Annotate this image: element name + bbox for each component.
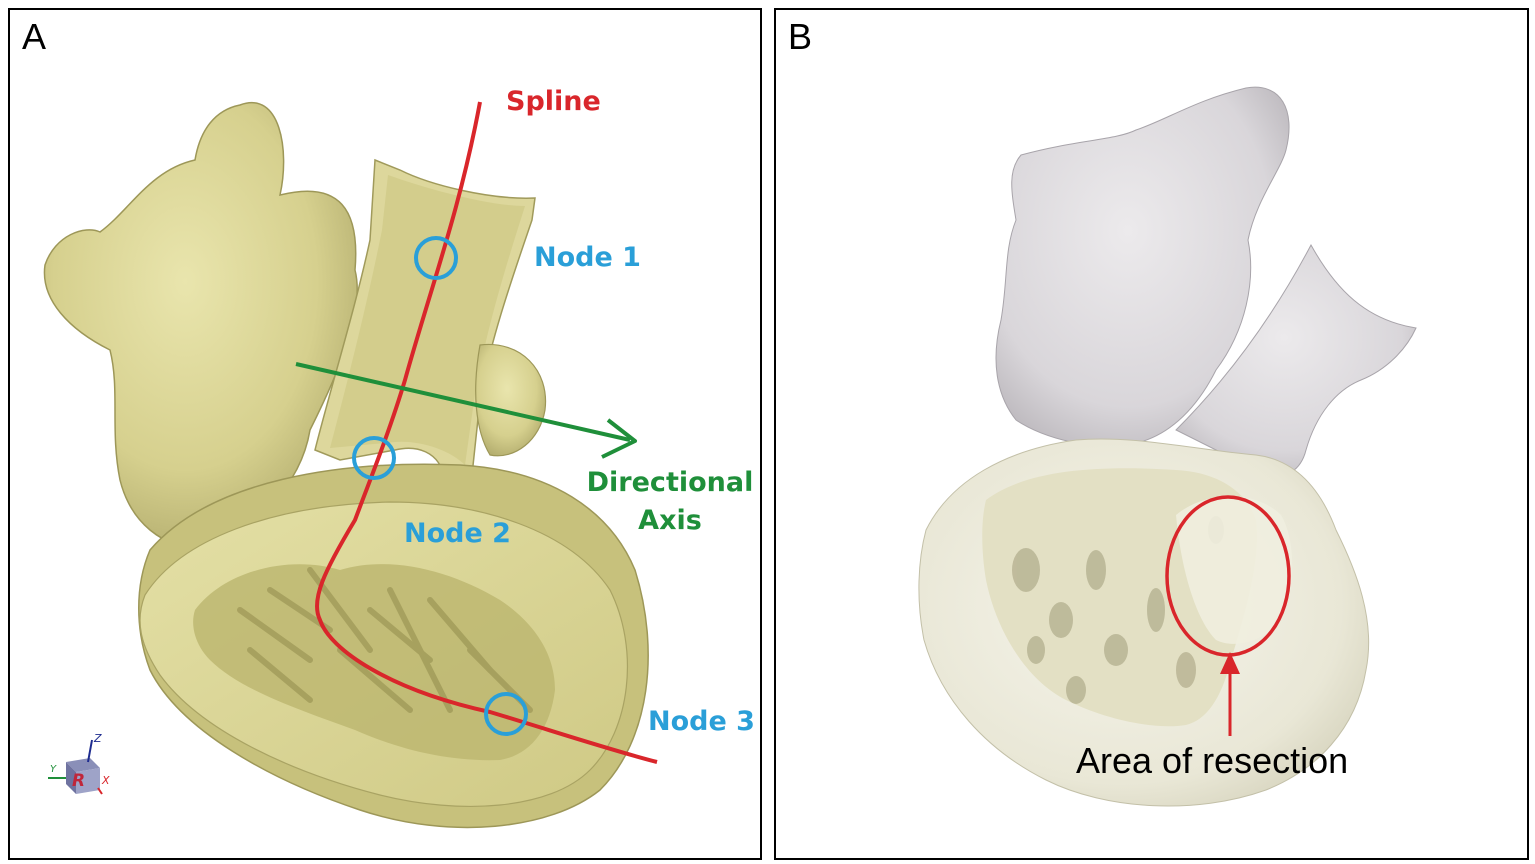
- node-2-marker: [352, 436, 396, 480]
- node-1-marker: [414, 236, 458, 280]
- directional-axis-line: [295, 362, 631, 442]
- panel-b: B: [774, 8, 1529, 860]
- resection-ellipse: [1165, 495, 1291, 657]
- panel-letter-b: B: [788, 16, 813, 57]
- spline-label: Spline: [506, 86, 601, 117]
- orientation-axis-y: Y: [50, 764, 57, 775]
- heart-model-3d-view: R Z Y X: [43, 101, 658, 829]
- panel-a: A: [8, 8, 762, 860]
- printed-atrium: [995, 86, 1290, 447]
- node-2-label: Node 2: [404, 518, 511, 549]
- directional-axis-label-line1: Directional: [586, 467, 754, 498]
- trabeculae-strands: [237, 567, 533, 713]
- resection-arrowhead: [1220, 652, 1240, 674]
- directional-axis-label: Directional Axis: [580, 464, 760, 540]
- orientation-cube-icon: R Z Y X: [48, 732, 110, 795]
- directional-axis-label-line2: Axis: [638, 505, 702, 536]
- vessel-bulge: [475, 343, 547, 457]
- septal-bulge: [1176, 496, 1293, 644]
- printed-heart-photo: [918, 86, 1417, 807]
- orientation-cube-face-label: R: [72, 771, 85, 791]
- panel-letter-a: A: [22, 16, 47, 57]
- node-3-label: Node 3: [648, 706, 755, 737]
- outflow-tube-inner: [330, 175, 525, 465]
- spline-curve: [314, 101, 658, 764]
- orientation-axis-x: X: [101, 774, 110, 787]
- resection-label: Area of resection: [1076, 740, 1349, 781]
- printed-outflow-tube: [1175, 243, 1417, 477]
- directional-axis-arrowhead: [601, 418, 637, 459]
- atrium-surface: [43, 102, 358, 551]
- orientation-axis-z: Z: [93, 732, 102, 745]
- trabeculae-region: [193, 564, 555, 761]
- node-1-label: Node 1: [534, 242, 641, 273]
- node-3-marker: [484, 692, 528, 736]
